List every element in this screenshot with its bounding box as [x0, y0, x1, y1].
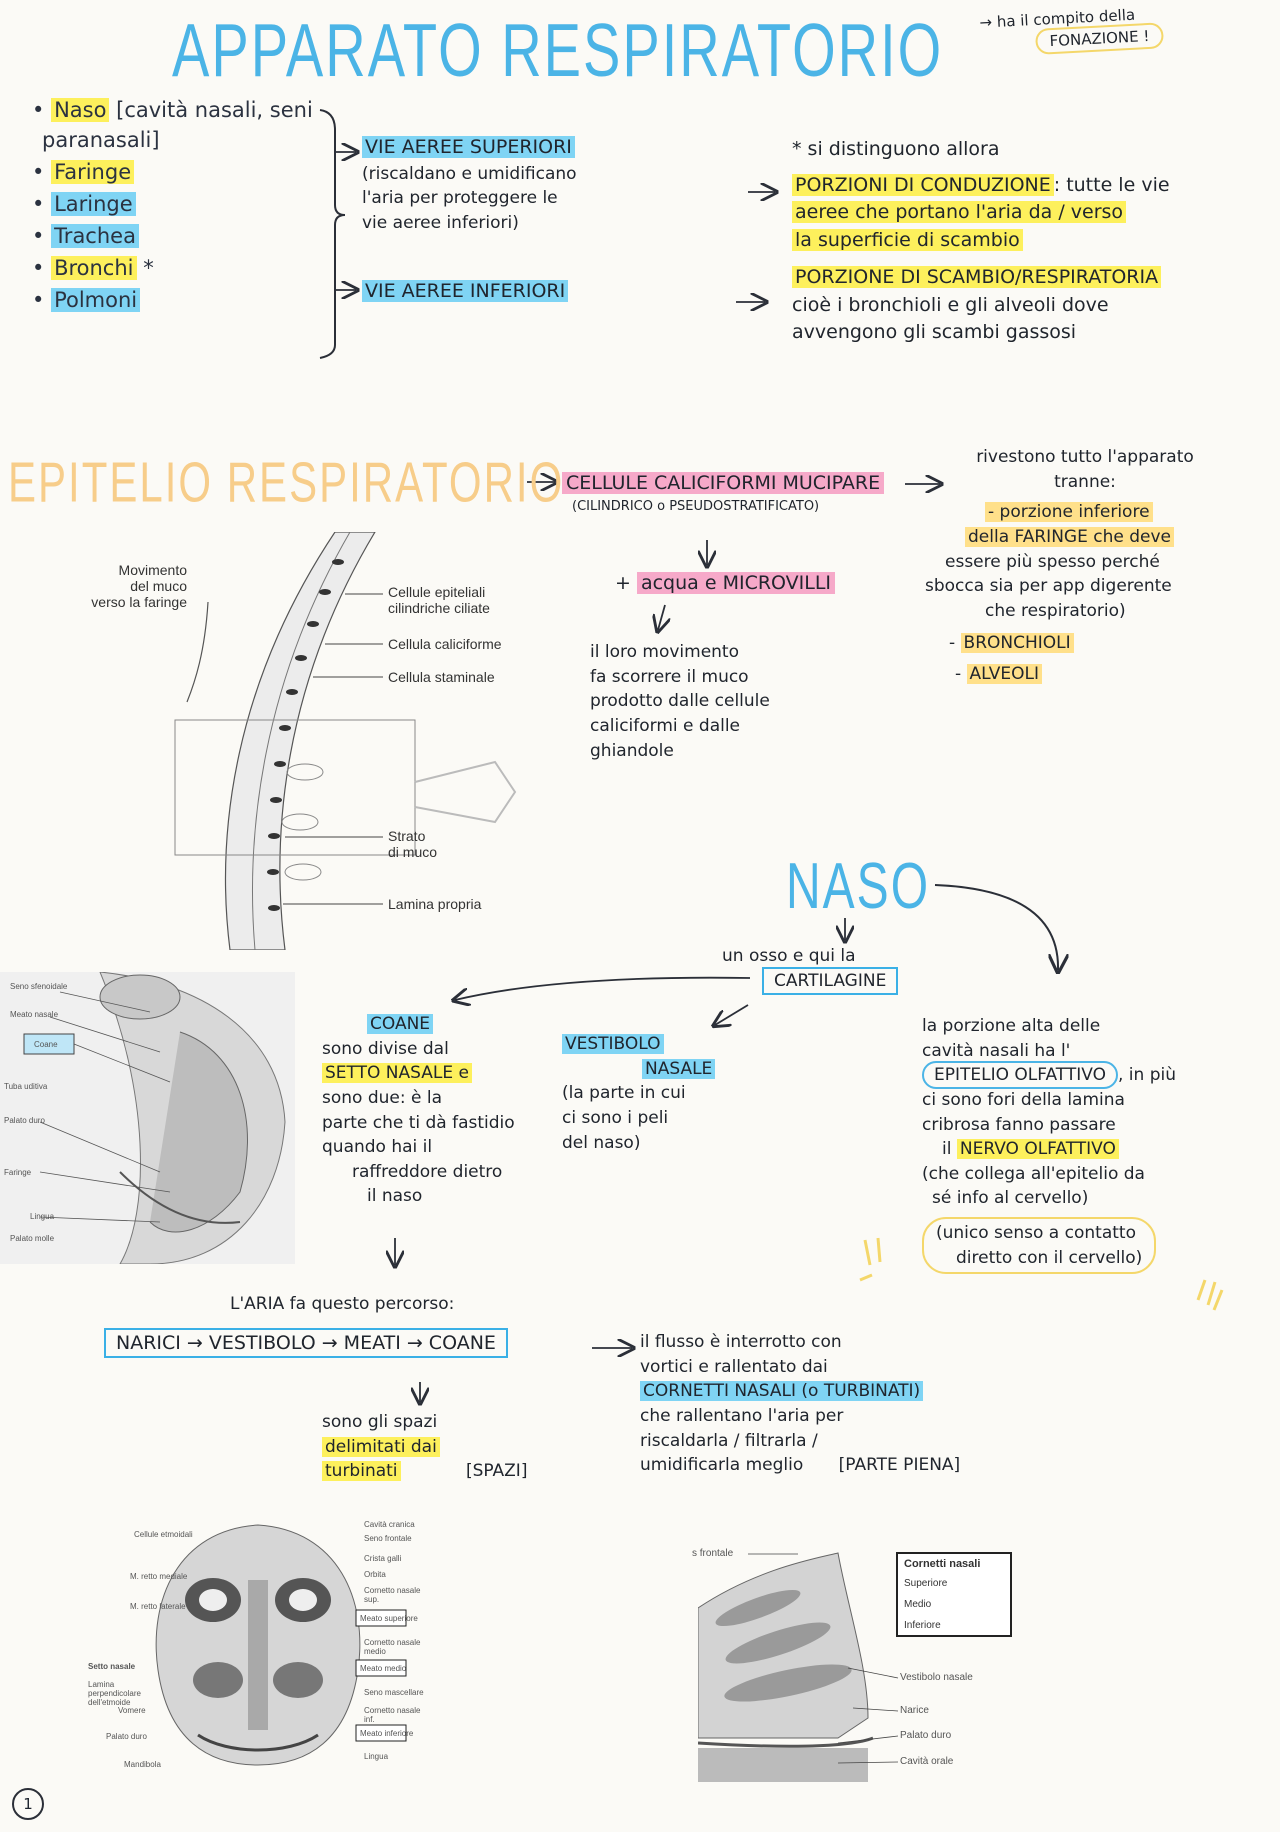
meati-block: sono gli spazi delimitati dai turbinati … — [322, 1412, 528, 1482]
coronal-label: Vomere — [118, 1706, 146, 1715]
coane-block: COANE sono divise dal SETTO NASALE e son… — [322, 1014, 515, 1207]
coronal-label: Meato inferiore — [360, 1729, 414, 1738]
sagittal-label: Meato nasale — [10, 1010, 59, 1019]
coronal-label: Lamina perpendicolare dell'etmoide — [88, 1680, 141, 1707]
nasal-label: Vestibolo nasale — [900, 1672, 973, 1683]
page-title: APPARATO RESPIRATORIO — [172, 7, 944, 93]
coronal-drawing — [155, 1524, 407, 1766]
epithelium-title: EPITELIO RESPIRATORIO — [8, 450, 565, 514]
epithelium-figure: Movimento del muco verso la faringe Cell… — [91, 532, 530, 950]
vestibule-label-2: NASALE — [642, 1058, 716, 1079]
sagittal-label: Palato duro — [4, 1116, 45, 1125]
organ-item: • Bronchi * — [32, 256, 154, 280]
sagittal-label: Palato molle — [10, 1234, 55, 1243]
sagittal-label: Faringe — [4, 1168, 32, 1177]
lower-airways-label: VIE AEREE INFERIORI — [362, 280, 569, 302]
cartilage-block: un osso e qui la CARTILAGINE — [722, 944, 899, 995]
nasal-label: Narice — [900, 1705, 929, 1716]
olfactory-nerve-label: NERVO OLFATTIVO — [956, 1139, 1119, 1160]
movement-block: il loro movimento fa scorrere il muco pr… — [590, 642, 770, 761]
airways-upper: VIE AEREE SUPERIORI (riscaldano e umidif… — [362, 136, 577, 233]
coronal-label: Lingua — [364, 1752, 389, 1761]
coronal-label: Cornetto nasale inf. — [364, 1706, 421, 1724]
unique-sense-note: (unico senso a contatto diretto con il c… — [922, 1217, 1157, 1275]
exchange-label: PORZIONE DI SCAMBIO/RESPIRATORIA — [792, 266, 1162, 289]
nasal-cavity-figure: Cornetti nasali Superiore Medio Inferior… — [692, 1548, 1018, 1782]
nasal-label: Palato duro — [900, 1730, 952, 1741]
label-mucus-movement: Movimento del muco verso la faringe — [91, 562, 187, 610]
conduction-label: PORZIONI DI CONDUZIONE — [792, 173, 1054, 196]
coronal-label: Mandibola — [124, 1760, 161, 1769]
coronal-label: Cellule etmoidali — [134, 1530, 193, 1539]
goblet-cells-label: CELLULE CALICIFORMI MUCIPARE — [562, 472, 885, 494]
flow-note-block: il flusso è interrotto con vortici e ral… — [640, 1332, 961, 1476]
microvilli-block: + acqua e MICROVILLI — [615, 570, 836, 598]
olfactory-block: la porzione alta delle cavità nasali ha … — [922, 1014, 1262, 1275]
coane-label: COANE — [367, 1014, 434, 1034]
coronal-label: Crista galli — [364, 1554, 402, 1563]
coronal-label: Cornetto nasale sup. — [364, 1586, 421, 1604]
nasal-label: Cavità orale — [900, 1756, 954, 1767]
label-lamina-propria: Lamina propria — [388, 896, 482, 912]
naso-title: NASO — [786, 851, 931, 923]
label-mucus-layer: Strato di muco — [388, 828, 438, 860]
cartilage-label: CARTILAGINE — [762, 966, 899, 995]
coronal-label: Cavità cranica — [364, 1520, 415, 1529]
turbinates-label: CORNETTI NASALI (o TURBINATI) — [640, 1381, 924, 1402]
microvilli-label: acqua e MICROVILLI — [636, 572, 836, 594]
sagittal-drawing — [23, 972, 286, 1264]
vestibule-label-1: VESTIBOLO — [562, 1034, 664, 1054]
coronal-figure: Cellule etmoidali M. retto mediale M. re… — [88, 1520, 428, 1770]
airways-lower: VIE AEREE INFERIORI — [362, 278, 569, 306]
goblet-cells-block: CELLULE CALICIFORMI MUCIPARE (CILINDRICO… — [562, 470, 885, 516]
organ-item: • Laringe — [32, 192, 313, 216]
label-stem-cell: Cellula staminale — [388, 669, 495, 685]
sagittal-figure: Seno sfenoidale Meato nasale Coane Tuba … — [0, 972, 295, 1264]
air-path-intro: L'ARIA fa questo percorso: — [230, 1294, 455, 1314]
coronal-label: Meato superiore — [360, 1614, 418, 1623]
label-ciliated-cells: Cellule epiteliali cilindriche ciliate — [388, 584, 490, 616]
turbinate-legend: Cornetti nasali Superiore Medio Inferior… — [896, 1552, 1012, 1637]
coronal-label: Setto nasale — [88, 1662, 136, 1671]
coronal-label: Seno frontale — [364, 1534, 412, 1543]
organ-item: • Faringe — [32, 160, 313, 184]
coronal-label: M. retto mediale — [130, 1572, 188, 1581]
alveoli-label: ALVEOLI — [966, 664, 1043, 685]
label-goblet-cell: Cellula caliciforme — [388, 636, 502, 652]
vestibule-block: VESTIBOLO NASALE (la parte in cui ci son… — [562, 1032, 716, 1155]
coronal-label: Orbita — [364, 1570, 386, 1579]
olfactory-epithelium-label: EPITELIO OLFATTIVO — [922, 1061, 1118, 1090]
coronal-label: M. retto laterale — [130, 1602, 186, 1611]
coronal-label: Cornetto nasale medio — [364, 1638, 421, 1656]
coronal-label: Palato duro — [106, 1732, 147, 1741]
portions-block: * si distinguono allora PORZIONI DI COND… — [792, 138, 1170, 344]
nasal-cavity-drawing — [698, 1552, 899, 1782]
organ-item: • Polmoni — [32, 288, 313, 312]
title-note: → ha il compito della FONAZIONE ! — [979, 3, 1164, 56]
upper-airways-label: VIE AEREE SUPERIORI — [362, 136, 575, 158]
air-path-box: NARICI → VESTIBOLO → MEATI → COANE — [104, 1328, 508, 1358]
sagittal-label: Lingua — [30, 1212, 55, 1221]
bronchioli-label: BRONCHIOLI — [960, 633, 1074, 654]
sagittal-label: Coane — [34, 1040, 58, 1049]
sagittal-label: Tuba uditiva — [4, 1082, 48, 1091]
coronal-label: Meato medio — [360, 1664, 407, 1673]
nasal-label: s frontale — [692, 1548, 734, 1559]
organ-item: • Naso [cavità nasali, seni — [32, 98, 313, 122]
air-path-flow: NARICI → VESTIBOLO → MEATI → COANE — [104, 1328, 508, 1358]
organ-list: • Naso [cavità nasali, seni paranasali] … — [32, 98, 313, 312]
page-number: 1 — [12, 1788, 44, 1820]
organ-item: paranasali] — [42, 128, 160, 152]
sagittal-label: Seno sfenoidale — [10, 982, 68, 991]
coronal-label: Seno mascellare — [364, 1688, 424, 1697]
organ-item: • Trachea — [32, 224, 313, 248]
epithelium-drawing — [174, 532, 517, 950]
except-block: rivestono tutto l'apparato tranne: - por… — [925, 447, 1194, 685]
